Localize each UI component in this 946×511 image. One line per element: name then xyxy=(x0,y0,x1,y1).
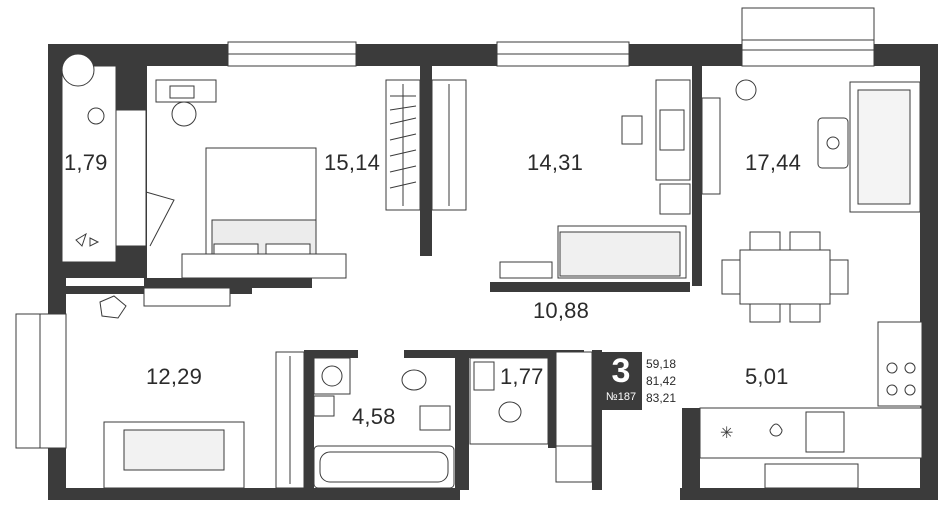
area-hall: 10,88 xyxy=(533,298,590,323)
total-area: 81,42 xyxy=(646,374,677,388)
totals: 59,18 81,42 83,21 xyxy=(646,356,676,407)
bedroom-furniture xyxy=(155,79,421,279)
area-wc: 1,77 xyxy=(500,364,544,389)
total-area-with-balcony: 83,21 xyxy=(646,391,677,405)
apartment-badge: 3 №187 xyxy=(600,352,642,410)
sw-room-furniture xyxy=(99,287,305,489)
windows xyxy=(15,7,875,489)
area-kitchen: 5,01 xyxy=(745,364,789,389)
area-kids-room: 14,31 xyxy=(527,150,584,175)
balcony xyxy=(61,65,117,263)
area-sw-room: 12,29 xyxy=(146,364,203,389)
svg-text:✳: ✳ xyxy=(720,425,733,442)
wardrobe-hangers xyxy=(389,84,417,206)
kids-room-furniture xyxy=(431,79,721,279)
living-room-furniture xyxy=(721,79,921,323)
rooms-count: 3 xyxy=(611,352,631,390)
plant-icon xyxy=(75,232,100,247)
armchair-icon xyxy=(61,53,95,87)
apartment-number: №187 xyxy=(605,391,637,403)
total-living-area: 59,18 xyxy=(646,357,677,371)
area-bathroom: 4,58 xyxy=(352,404,396,429)
kitchen-furniture: ✳ xyxy=(699,321,923,459)
bathroom-fixtures xyxy=(313,351,593,489)
table-icon xyxy=(87,107,105,125)
area-bedroom: 15,14 xyxy=(324,150,381,175)
area-living-room: 17,44 xyxy=(745,150,802,175)
area-balcony: 1,79 xyxy=(64,150,108,175)
